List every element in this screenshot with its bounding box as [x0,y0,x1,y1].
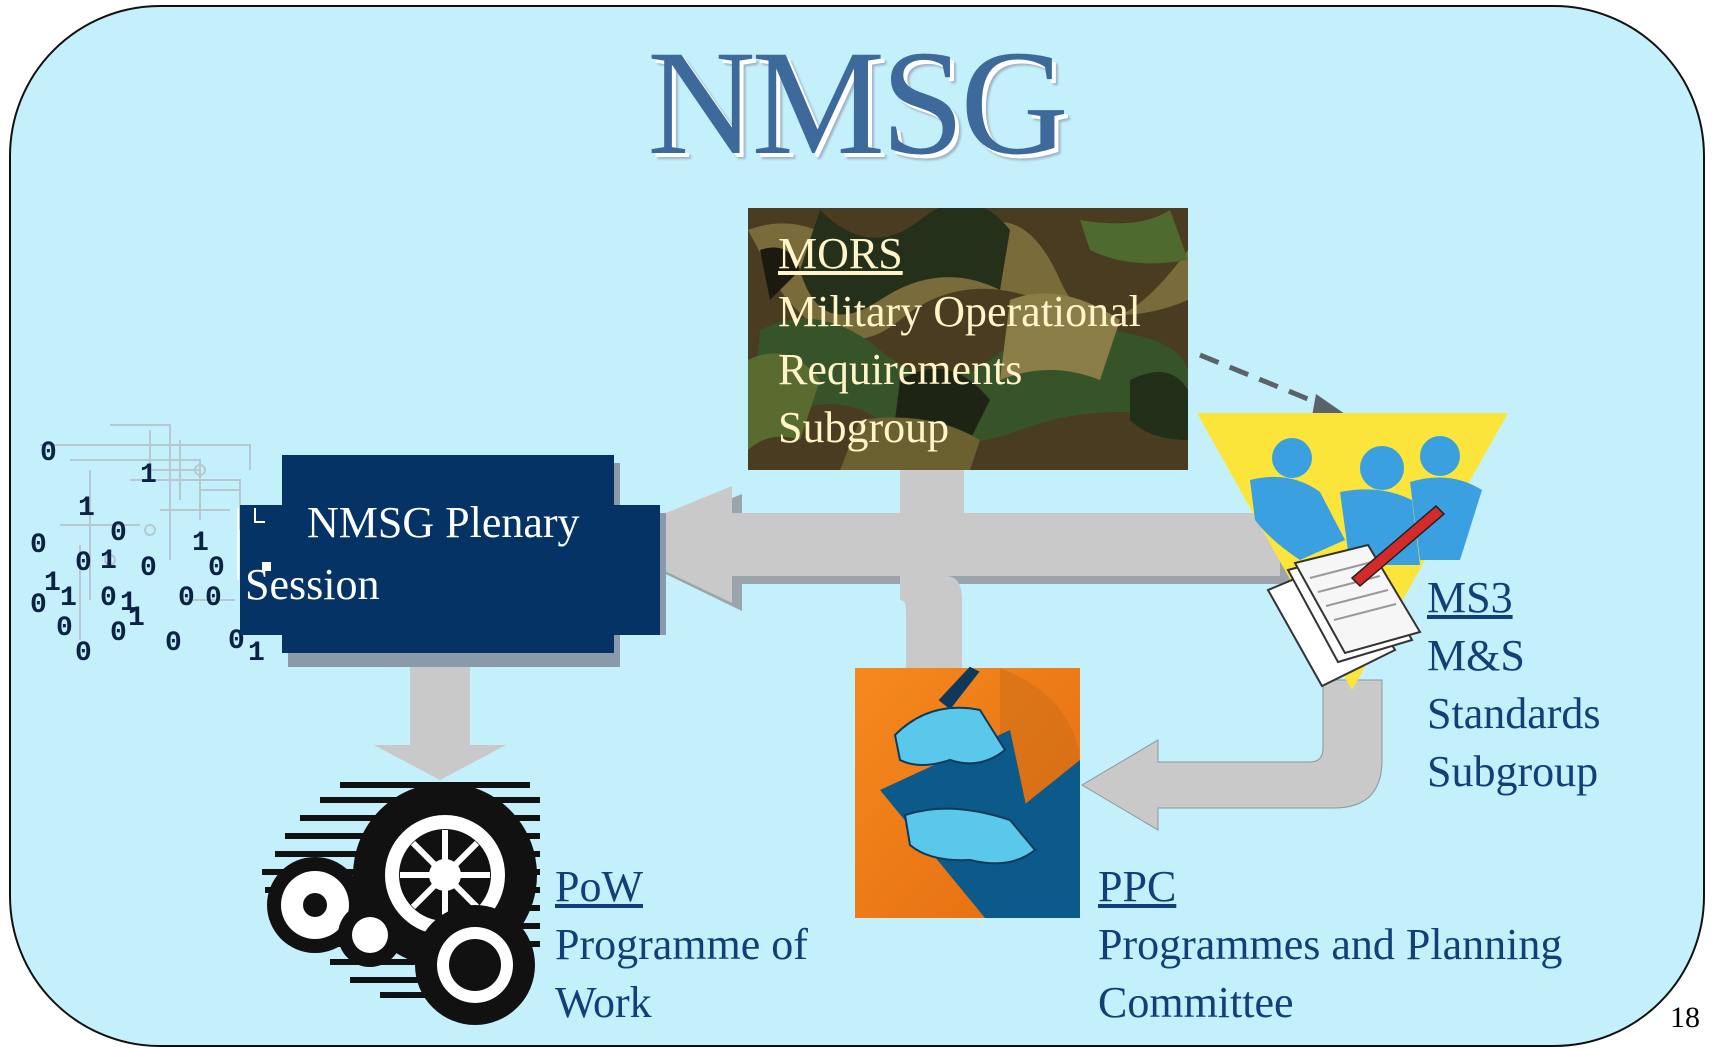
binary-digit: 0 [56,613,73,644]
red-pen-icon [1350,504,1446,588]
arrow-ms3-to-ppc [1081,679,1383,831]
ppc-connector [900,576,962,690]
binary-digit: 0 [75,638,92,669]
gears-icon [262,782,540,1025]
pow-line2: Work [555,978,652,1027]
binary-digit: 1 [248,638,265,669]
ms3-line1: M&S [1427,631,1525,680]
binary-digit: 0 [140,553,157,584]
plenary-bracket-dot [262,562,271,571]
mors-line2: Requirements [778,345,1023,394]
writing-hands-icon [893,666,1037,865]
binary-digit: 1 [78,493,95,524]
binary-digit: 0 [208,553,225,584]
mors-camo-box [748,208,1188,470]
pow-line1: Programme of [555,920,808,969]
ppc-line1: Programmes and Planning [1098,920,1563,969]
binary-digit: 1 [192,528,209,559]
arrow-to-plenary [600,486,1280,603]
ms3-line2: Standards [1427,689,1601,738]
binary-digit: 1 [128,603,145,634]
mors-abbr-link[interactable]: MORS [778,229,903,278]
slide-title: NMSG [647,20,1068,186]
mors-line1: Military Operational [778,287,1141,336]
ppc-line2: Committee [1098,978,1294,1027]
pow-abbr-link[interactable]: PoW [555,862,643,911]
mors-connector [900,460,964,515]
binary-digit: 0 [165,628,182,659]
binary-digit: 1 [100,546,117,577]
ppc-abbr-link[interactable]: PPC [1098,862,1177,911]
binary-digit: 0 [178,583,195,614]
binary-digit: 1 [44,568,61,599]
binary-digit: 0 [205,583,222,614]
plenary-label-line1: NMSG Plenary [307,498,580,547]
dashed-arrow-mors-to-ms3 [1199,352,1331,411]
ms3-line3: Subgroup [1427,747,1599,796]
plenary-box-wide [240,505,660,635]
binary-digit: 1 [140,460,157,491]
circuit-art [40,424,251,640]
dashed-arrowhead [1312,394,1345,416]
binary-digit: 0 [110,518,127,549]
mors-line3: Subgroup [778,403,950,452]
binary-digit: 0 [100,583,117,614]
documents-icon [1266,543,1422,688]
binary-digit: 1 [60,583,77,614]
ms3-abbr-link[interactable]: MS3 [1427,573,1513,622]
binary-digit: 0 [110,618,127,649]
page-number: 18 [1670,1001,1700,1034]
arrow-plenary-to-pow [374,648,506,780]
binary-digit: 0 [30,590,47,621]
binary-digit: 0 [75,548,92,579]
plenary-label-line2: Session [245,560,380,609]
binary-digit: 0 [40,438,57,469]
binary-digit: 1 [120,588,137,619]
plenary-bracket [237,508,265,580]
binary-digit: 0 [30,530,47,561]
